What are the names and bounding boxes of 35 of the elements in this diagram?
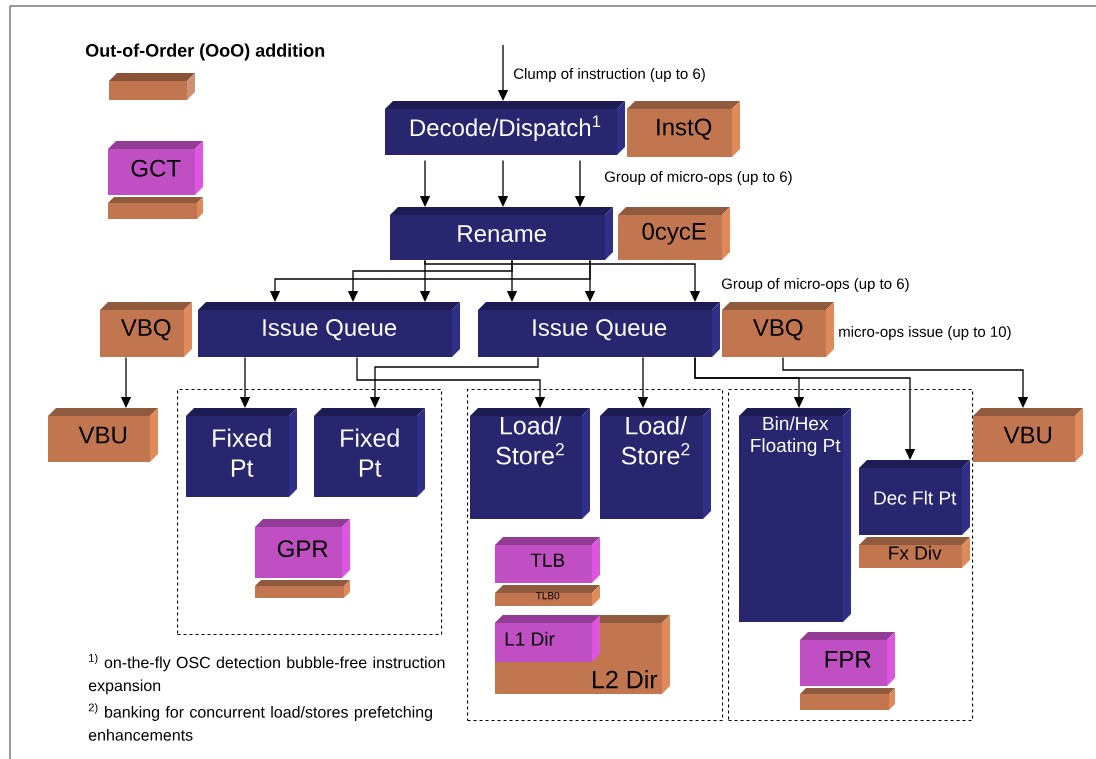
unit-block: FPR: [800, 632, 895, 710]
unit-block: Decode/Dispatch$^{1}$: [385, 101, 625, 155]
note-text: micro-ops issue (up to 10): [839, 326, 1011, 340]
unit-block: InstQ: [627, 101, 740, 157]
unit-block: Issue Queue: [478, 302, 720, 357]
unit-block: TLB0: [495, 585, 600, 606]
unit-block: GCT: [108, 141, 203, 219]
unit-block: 0cycE: [618, 207, 730, 260]
arrow: [694, 356, 916, 460]
unit-block: Bin/Hex Floating Pt: [739, 408, 851, 622]
unit-block: TLB: [495, 537, 600, 583]
unit-block: Fixed Pt: [314, 408, 425, 497]
unit-block: Load/ Store$^{2}$: [600, 408, 711, 519]
unit-block: Load/ Store$^{2}$: [470, 408, 590, 519]
unit-block: Issue Queue: [198, 302, 460, 357]
unit-block: Fixed Pt: [186, 408, 297, 497]
dashed-group-box: [177, 389, 443, 636]
unit-block: Dec Flt Pt: [859, 460, 970, 535]
dashed-group-box: [728, 389, 974, 722]
unit-block: Rename: [390, 207, 613, 260]
arrow: [424, 259, 701, 302]
unit-block: VBQ: [722, 302, 834, 357]
unit-block: VBU: [48, 408, 158, 462]
legend-text: Out-of-Order (OoO) addition: [85, 43, 325, 61]
footnote: $^{2)}$ banking for concurrent load/stores prefetching enhancements: [88, 703, 432, 741]
unit-block: VBQ: [100, 302, 192, 357]
edge-label: Clump of instruction (up to 6): [513, 68, 705, 82]
dashed-group-box: [467, 389, 724, 722]
edge-label: Group of micro-ops (up to 6): [604, 171, 792, 185]
unit-block: GPR: [255, 519, 350, 598]
unit-block: Fx Div: [859, 537, 970, 568]
unit-block: VBU: [973, 408, 1083, 462]
unit-block: L1 Dir: [495, 615, 600, 662]
arrow: [782, 356, 1029, 408]
edge-label: Group of micro-ops (up to 6): [721, 278, 909, 292]
